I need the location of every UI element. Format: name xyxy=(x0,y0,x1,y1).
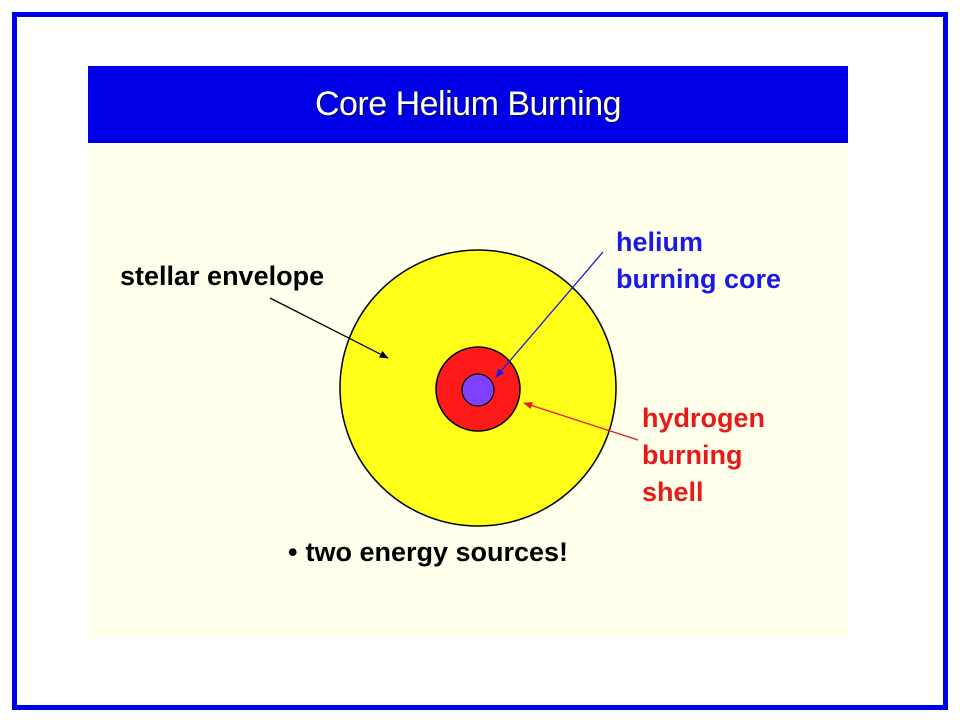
title-bar: Core Helium Burning xyxy=(88,66,848,143)
hydrogen-shell-label-line1: hydrogen xyxy=(642,403,766,433)
stellar-envelope-label: stellar envelope xyxy=(120,258,324,295)
bullet-marker: • xyxy=(288,537,298,567)
envelope-pointer-arrow xyxy=(269,297,389,359)
helium-core-label-line2: burning core xyxy=(616,264,782,294)
hydrogen-shell-label: hydrogen burning shell xyxy=(642,400,765,511)
hydrogen-shell-label-line3: shell xyxy=(642,477,704,507)
stellar-envelope-text: stellar envelope xyxy=(120,261,325,291)
bullet-text: two energy sources! xyxy=(305,537,569,567)
helium-core-circle xyxy=(461,373,495,407)
shell-pointer-arrow xyxy=(523,402,639,441)
helium-core-label: helium burning core xyxy=(616,224,781,298)
energy-sources-bullet: •two energy sources! xyxy=(288,534,568,571)
helium-core-label-line1: helium xyxy=(616,227,704,257)
hydrogen-shell-label-line2: burning xyxy=(642,440,743,470)
slide-title: Core Helium Burning xyxy=(314,85,622,123)
core-pointer-arrow xyxy=(495,251,604,378)
